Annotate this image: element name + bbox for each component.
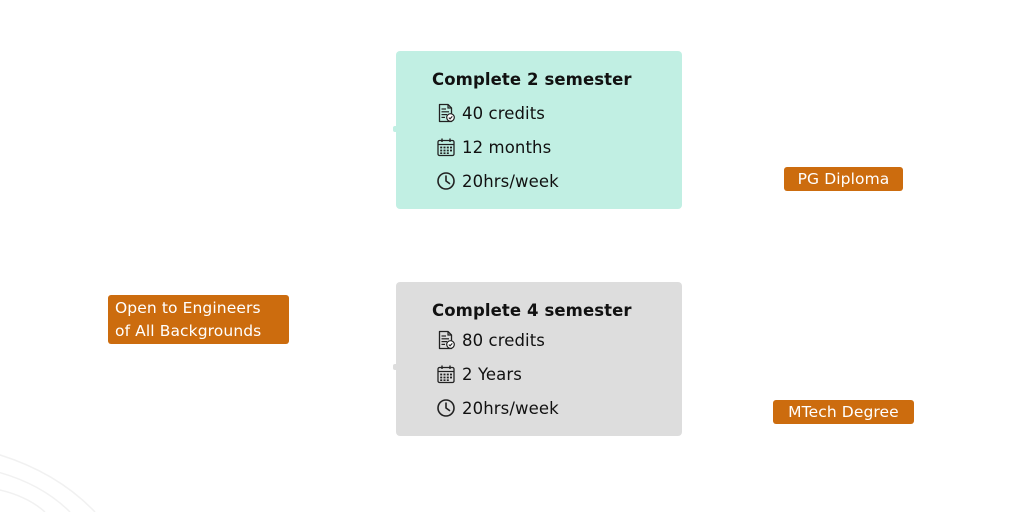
mtech-degree-tag: MTech Degree <box>773 400 914 424</box>
hours-text: 20hrs/week <box>462 171 559 191</box>
duration-text: 12 months <box>462 137 552 157</box>
duration-text: 2 Years <box>462 364 522 384</box>
hours-row: 20hrs/week <box>436 397 559 419</box>
pg-diploma-tag: PG Diploma <box>784 167 903 191</box>
pg-diploma-card: Complete 2 semester 40 credits 12 mo <box>393 51 682 209</box>
eligibility-line-1: Open to Engineers <box>115 299 261 317</box>
credits-row: 40 credits <box>436 102 545 124</box>
eligibility-line-2: of All Backgrounds <box>115 322 262 340</box>
credits-document-icon <box>438 103 455 123</box>
clock-icon <box>437 172 455 190</box>
calendar-icon <box>437 138 455 157</box>
card-title: Complete 4 semester <box>432 301 632 320</box>
calendar-icon <box>437 365 455 384</box>
card-connector-notch <box>393 364 396 370</box>
card-title: Complete 2 semester <box>432 70 632 89</box>
credits-document-icon <box>438 330 455 350</box>
hours-row: 20hrs/week <box>436 170 559 192</box>
eligibility-tag: Open to Engineers of All Backgrounds <box>108 295 289 344</box>
duration-row: 2 Years <box>436 363 522 385</box>
clock-icon <box>437 399 455 417</box>
card-connector-notch <box>393 126 396 132</box>
duration-row: 12 months <box>436 136 551 158</box>
mtech-card: Complete 4 semester 80 credits 2 Yea <box>393 282 682 436</box>
decorative-arcs <box>0 454 96 512</box>
hours-text: 20hrs/week <box>462 398 559 418</box>
credits-text: 40 credits <box>462 103 546 123</box>
credits-text: 80 credits <box>462 330 546 350</box>
credits-row: 80 credits <box>436 329 545 351</box>
